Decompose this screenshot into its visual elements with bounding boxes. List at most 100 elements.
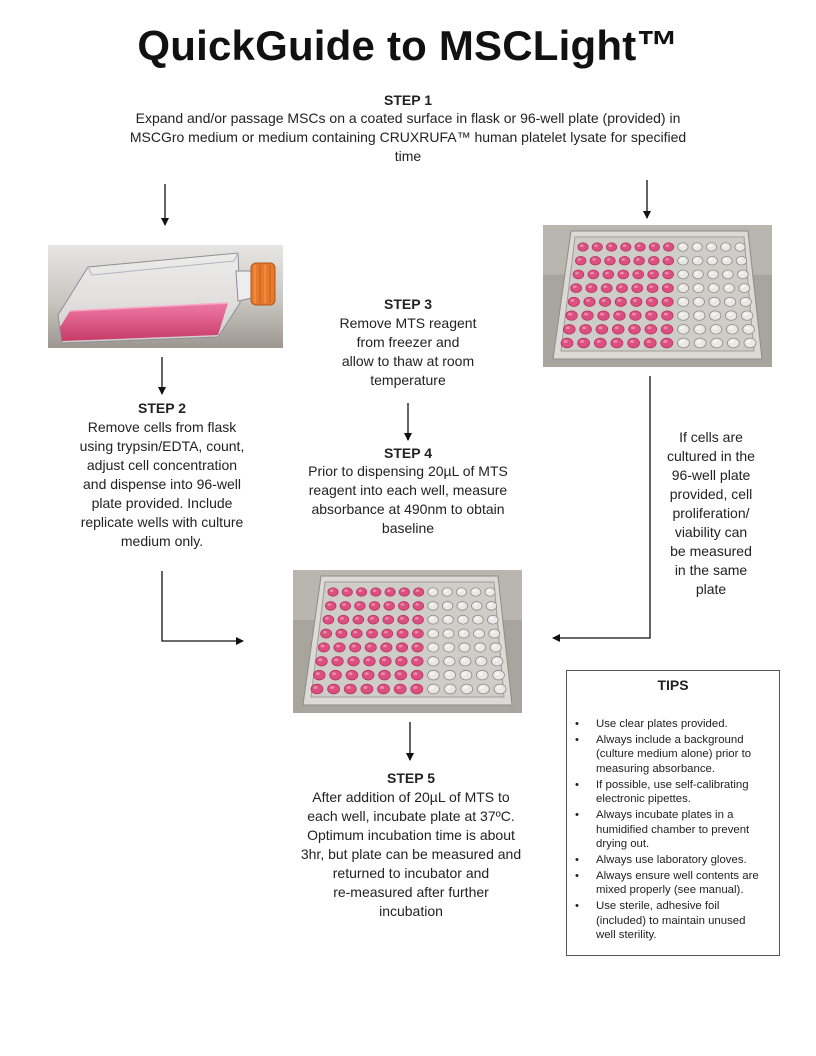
well-empty [443, 629, 454, 638]
well-filled [663, 270, 674, 279]
well-empty [444, 670, 456, 680]
well-empty [461, 684, 473, 694]
well-empty [723, 284, 734, 293]
tip-item: • Always include a background (culture m… [575, 733, 771, 777]
well-empty [677, 338, 689, 348]
well-filled [644, 338, 656, 348]
well-filled [633, 270, 644, 279]
well-filled [646, 311, 657, 320]
well-empty [428, 643, 439, 652]
tip-line: electronic pipettes. [596, 792, 771, 807]
well-filled [649, 256, 660, 265]
plate-photo-center [293, 570, 522, 713]
bullet-icon: • [575, 853, 579, 868]
well-filled [632, 284, 643, 293]
well-filled [383, 615, 394, 624]
tip-line: (culture medium alone) prior to [596, 747, 771, 762]
well-empty [428, 588, 438, 596]
well-empty [471, 588, 481, 596]
well-filled [328, 684, 340, 694]
side-note-line: in the same [650, 561, 772, 580]
well-empty [459, 643, 470, 652]
well-filled [606, 243, 616, 251]
well-empty [710, 324, 722, 334]
well-empty [444, 657, 455, 666]
well-filled [395, 670, 407, 680]
well-filled [584, 297, 595, 306]
side-note-line: 96-well plate [650, 466, 772, 485]
well-filled [365, 643, 376, 652]
well-filled [385, 588, 395, 596]
tip-line: Always use laboratory gloves. [596, 853, 771, 868]
well-empty [709, 311, 720, 320]
well-empty [444, 684, 456, 694]
tips-box: TIPS • Use clear plates provided. • Alwa… [566, 670, 780, 956]
step4-line: baseline [288, 519, 528, 538]
well-empty [678, 324, 690, 334]
step2-text: Remove cells from flask using trypsin/ED… [62, 418, 262, 551]
well-filled [413, 588, 423, 596]
well-filled [615, 297, 626, 306]
step2-line: using trypsin/EDTA, count, [62, 437, 262, 456]
well-filled [382, 629, 393, 638]
well-filled [342, 588, 352, 596]
well-filled [332, 657, 343, 666]
step2-line: Remove cells from flask [62, 418, 262, 437]
flask-image [48, 245, 283, 348]
well-empty [473, 615, 484, 624]
well-filled [369, 602, 380, 611]
well-filled [605, 256, 616, 265]
well-filled [662, 284, 673, 293]
well-empty [709, 297, 720, 306]
well-filled [663, 256, 674, 265]
well-filled [566, 311, 577, 320]
well-empty [428, 657, 439, 666]
well-empty [460, 670, 472, 680]
well-empty [428, 629, 439, 638]
well-filled [313, 670, 325, 680]
well-filled [594, 338, 606, 348]
well-filled [361, 684, 373, 694]
step4-line: absorbance at 490nm to obtain [288, 500, 528, 519]
tip-item: • Always use laboratory gloves. [575, 853, 771, 868]
well-filled [663, 243, 673, 251]
tip-item: • If possible, use self-calibrating elec… [575, 778, 771, 807]
well-filled [368, 615, 379, 624]
well-filled [334, 643, 345, 652]
well-empty [711, 338, 723, 348]
step5-line: 3hr, but plate can be measured and [280, 845, 542, 864]
well-filled [318, 643, 329, 652]
well-empty [486, 602, 497, 611]
tip-line: If possible, use self-calibrating [596, 778, 771, 793]
well-filled [323, 615, 334, 624]
well-filled [649, 243, 659, 251]
side-note-line: If cells are [650, 428, 772, 447]
well-filled [661, 324, 673, 334]
well-empty [723, 270, 734, 279]
well-empty [493, 670, 505, 680]
tip-line: Always ensure well contents are [596, 869, 771, 884]
well-filled [384, 602, 395, 611]
flask-photo [48, 245, 283, 348]
well-filled [590, 256, 601, 265]
well-empty [458, 615, 469, 624]
well-empty [678, 284, 689, 293]
side-note-line: plate [650, 580, 772, 599]
step3-line: temperature [308, 371, 508, 390]
well-filled [646, 297, 657, 306]
well-filled [561, 338, 573, 348]
well-filled [575, 256, 586, 265]
well-filled [397, 629, 408, 638]
well-empty [491, 657, 502, 666]
well-empty [727, 338, 739, 348]
step3-text: Remove MTS reagent from freezer and allo… [308, 314, 508, 390]
well-empty [443, 615, 454, 624]
tip-line: Use clear plates provided. [596, 717, 771, 732]
tip-line: Always include a background [596, 733, 771, 748]
well-filled [596, 324, 608, 334]
well-empty [475, 657, 486, 666]
well-filled [412, 629, 423, 638]
well-filled [634, 256, 645, 265]
well-filled [614, 311, 625, 320]
tip-item: • Always incubate plates in a humidified… [575, 808, 771, 852]
